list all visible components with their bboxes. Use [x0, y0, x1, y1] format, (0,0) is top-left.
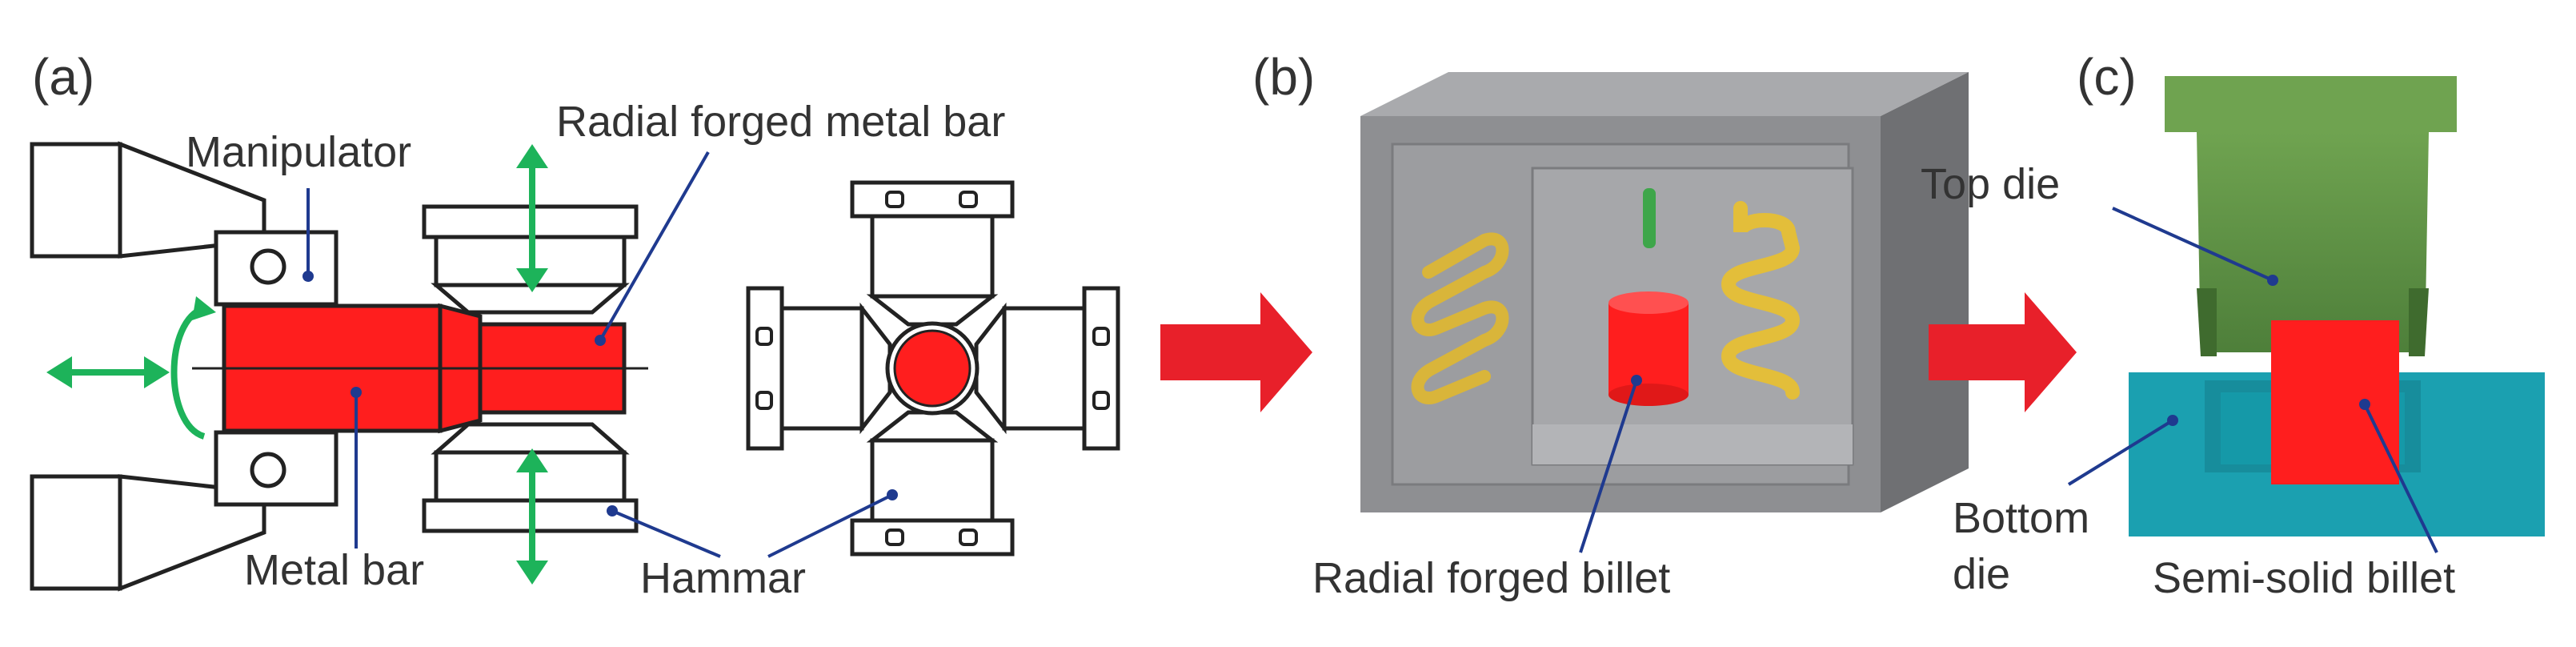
thermocouple-icon	[1643, 188, 1656, 248]
label-bottom-die-line2: die	[1953, 550, 2010, 598]
panel-c-letter: (c)	[2077, 48, 2137, 106]
leader-dot-metal-bar	[351, 387, 362, 398]
heater-coil-left-icon	[1411, 232, 1509, 404]
process-arrow-2-icon	[1929, 292, 2077, 412]
leader-radial-forged-billet	[1579, 380, 1638, 553]
leader-dot-radial-bar	[595, 335, 606, 346]
leader-dot-bottom-die	[2167, 415, 2178, 426]
leader-dot-semi-solid	[2359, 399, 2370, 410]
cross-section-bolts	[755, 191, 1110, 546]
rotation-arrow-icon	[170, 305, 206, 440]
leader-hammar-left	[611, 509, 721, 558]
label-radial-forged-metal-bar: Radial forged metal bar	[556, 98, 1005, 146]
semi-solid-billet	[2271, 320, 2399, 484]
heater-coil-right-icon	[1721, 201, 1801, 400]
leader-dot-hammar-left	[607, 505, 618, 516]
manipulator-upper-arm	[30, 141, 339, 307]
panel-a-letter: (a)	[32, 48, 94, 106]
process-arrow-1-icon	[1160, 292, 1312, 412]
leader-top-die	[2112, 207, 2274, 282]
label-semi-solid-billet: Semi-solid billet	[2153, 554, 2455, 602]
leader-hammar-right	[767, 493, 893, 558]
panel-b-letter: (b)	[1252, 48, 1315, 106]
leader-semi-solid-billet	[2363, 404, 2438, 553]
label-top-die: Top die	[1921, 160, 2060, 208]
panel-a: (a)	[30, 48, 1120, 602]
label-metal-bar: Metal bar	[244, 546, 424, 594]
leader-dot-manipulator	[302, 271, 314, 282]
cross-section-billet	[893, 329, 972, 408]
label-manipulator: Manipulator	[186, 128, 411, 176]
leader-dot-top-die	[2267, 275, 2278, 286]
label-hammar: Hammar	[640, 554, 806, 602]
radial-forged-billet	[1608, 291, 1689, 406]
label-radial-forged-billet: Radial forged billet	[1312, 554, 1670, 602]
top-die	[2165, 76, 2457, 356]
label-bottom-die-line1: Bottom	[1953, 494, 2089, 542]
leader-dot-hammar-right	[887, 489, 898, 500]
leader-bottom-die	[2067, 419, 2174, 486]
hammer-cross-section	[746, 180, 1120, 557]
motion-arrows	[46, 144, 548, 585]
panel-b: (b) Radial forged billet	[1252, 48, 1969, 602]
panel-c: (c) Top die Bottom die Semi-solid billet	[1921, 48, 2545, 602]
leader-radial-forged-metal-bar	[599, 151, 710, 341]
leader-dot-billet	[1631, 375, 1642, 386]
